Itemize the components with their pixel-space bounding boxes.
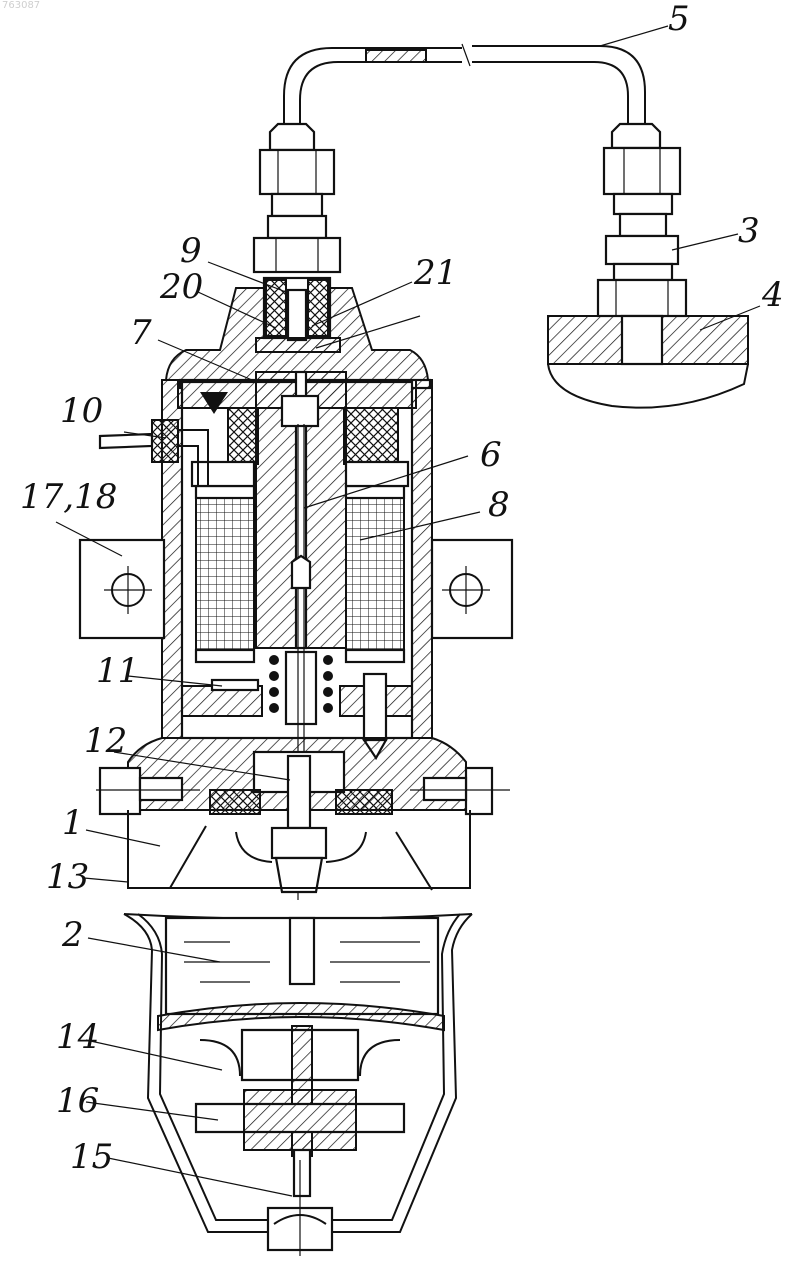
left-pipe-fitting: [254, 124, 340, 272]
callout-1: 1: [62, 803, 84, 843]
mounting-bracket-left: [80, 540, 164, 638]
pipe: [284, 44, 645, 132]
callout-10: 10: [60, 391, 103, 431]
callout-2: 2: [61, 915, 84, 955]
callout-8: 8: [488, 485, 510, 525]
mounting-bracket-right: [432, 540, 512, 638]
callout-11: 11: [96, 651, 139, 691]
callout-6: 6: [480, 435, 502, 475]
callout-15: 15: [70, 1137, 113, 1177]
callout-9: 9: [180, 231, 202, 271]
callout-3: 3: [738, 211, 760, 251]
callout-7: 7: [130, 313, 152, 353]
callout-4: 4: [761, 275, 784, 315]
fuel-bowl: [124, 914, 472, 1256]
callout-19: 20: [159, 267, 203, 307]
mounting-base: [548, 316, 748, 408]
callout-13: 13: [46, 857, 89, 897]
callout-5: 5: [668, 0, 690, 39]
callout-14: 14: [56, 1017, 99, 1057]
right-pipe-fitting: [598, 124, 686, 316]
lower-body: [96, 738, 510, 892]
callout-12: 12: [84, 721, 127, 761]
callout-16: 16: [56, 1081, 99, 1121]
callout-20: 21: [413, 253, 457, 293]
callout-17-18: 17,18: [20, 477, 117, 517]
